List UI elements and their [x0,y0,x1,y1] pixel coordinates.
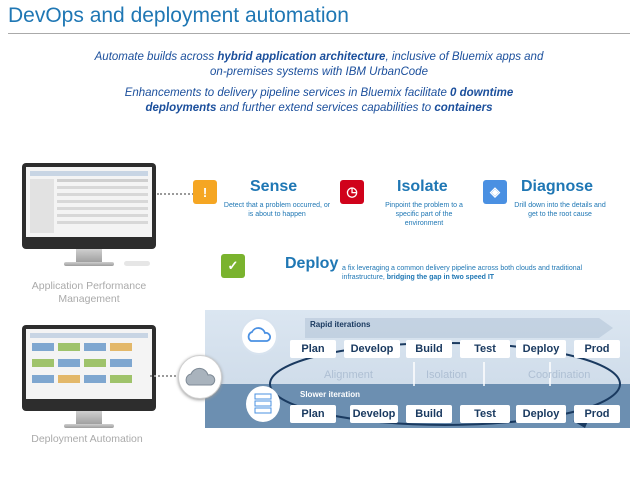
page-title: DevOps and deployment automation [8,4,349,27]
isolate-title: Isolate [397,178,448,195]
subtitle-line-2: Enhancements to delivery pipeline servic… [124,87,514,114]
isolation-label: Isolation [426,369,467,381]
apm-caption: Application Performance Management [31,280,147,305]
deploy-monitor-base [64,424,114,428]
deploy-monitor-stand [76,411,102,425]
bottom-stage-build: Build [406,405,452,423]
bottom-stage-deploy: Deploy [516,405,566,423]
bottom-stage-test: Test [460,405,510,423]
apm-monitor-base [64,262,114,266]
title-divider [8,33,630,34]
rapid-iterations-label: Rapid iterations [310,320,371,329]
top-stage-develop: Develop [344,340,400,358]
server-icon [246,386,280,422]
subtitle-line-1: Automate builds across hybrid applicatio… [94,51,544,78]
deploy-desc: a fix leveraging a common delivery pipel… [342,265,583,281]
sense-title: Sense [250,178,298,195]
top-stage-plan: Plan [290,340,336,358]
deploy-monitor [22,325,156,411]
warning-icon: ! [193,180,217,204]
keyboard-icon [124,261,150,266]
top-stage-test: Test [460,340,510,358]
bottom-stage-plan: Plan [290,405,336,423]
diagnose-title: Diagnose [521,178,594,195]
alignment-label: Alignment [324,369,373,381]
diagnose-icon: ◈ [483,180,507,204]
deploy-caption: Deployment Automation [31,433,143,445]
apm-connector [157,193,197,195]
diagnose-desc: Drill down into the details and get to t… [514,202,606,218]
check-icon: ✓ [221,254,245,278]
top-stage-deploy: Deploy [516,340,566,358]
coordination-label: Coordination [528,369,591,381]
apm-monitor [22,163,156,249]
deploy-title: Deploy [285,255,339,272]
bottom-stage-prod: Prod [574,405,620,423]
cloud-icon [240,317,278,355]
top-stage-prod: Prod [574,340,620,358]
isolate-desc: Pinpoint the problem to a specific part … [385,202,463,227]
slower-iteration-label: Slower iteration [300,390,361,399]
hybrid-cloud-icon [178,355,222,399]
sense-desc: Detect that a problem occurred, or is ab… [223,202,331,218]
deploy-connector [150,375,176,377]
deploy-screen [26,329,152,399]
bottom-stage-develop: Develop [350,405,398,423]
apm-screen [26,167,152,237]
top-stage-build: Build [406,340,452,358]
apm-monitor-stand [76,249,102,263]
alarm-icon: ◷ [340,180,364,204]
